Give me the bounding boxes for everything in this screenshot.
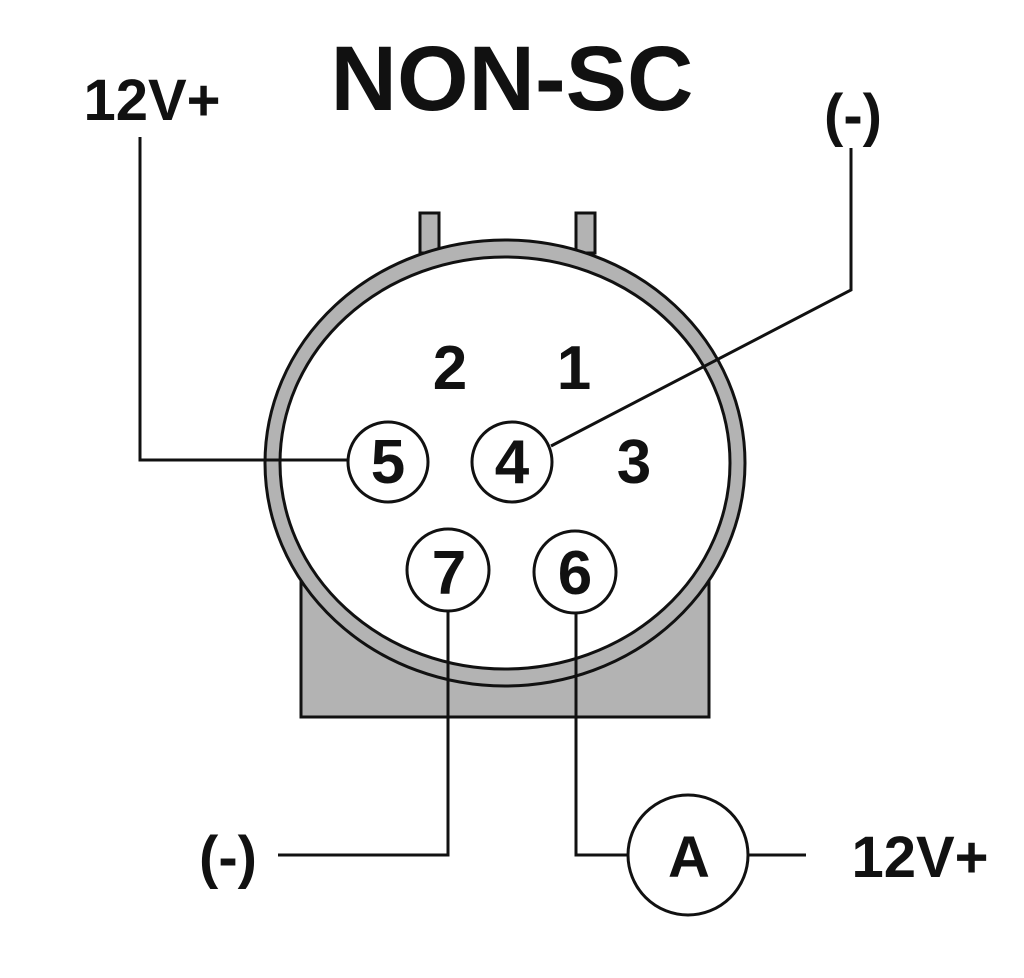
ammeter-label: A (668, 825, 710, 890)
wire-pin6-ammeter (574, 613, 628, 857)
key-tab-right (574, 211, 597, 255)
pin-5-circle (346, 420, 430, 504)
wire-pin7-ground (278, 611, 450, 857)
wire-pin5-12v (138, 137, 348, 462)
pin-4-circle (470, 420, 554, 504)
diagram-title: NON-SC (331, 28, 694, 130)
label-12v-top-left: 12V+ (83, 68, 220, 133)
pin-7-circle (405, 527, 491, 613)
pin-6-circle (532, 529, 618, 615)
pin-4-label: 4 (495, 428, 530, 497)
pin-3-label: 3 (617, 428, 651, 497)
pin-2-label: 2 (433, 334, 467, 403)
label-12v-bottom-right: 12V+ (851, 825, 988, 890)
label-ground-top-right: (-) (824, 83, 882, 148)
pin-7-label: 7 (432, 539, 466, 608)
ammeter-circle (626, 793, 750, 917)
pin-1-label: 1 (557, 334, 591, 403)
pin-5-label: 5 (371, 428, 405, 497)
label-ground-bottom-left: (-) (199, 825, 257, 890)
connector-base-outline (299, 580, 711, 719)
key-tab-left (418, 211, 441, 255)
pin-6-label: 6 (558, 539, 592, 608)
wire-pin4-ground (550, 148, 853, 448)
